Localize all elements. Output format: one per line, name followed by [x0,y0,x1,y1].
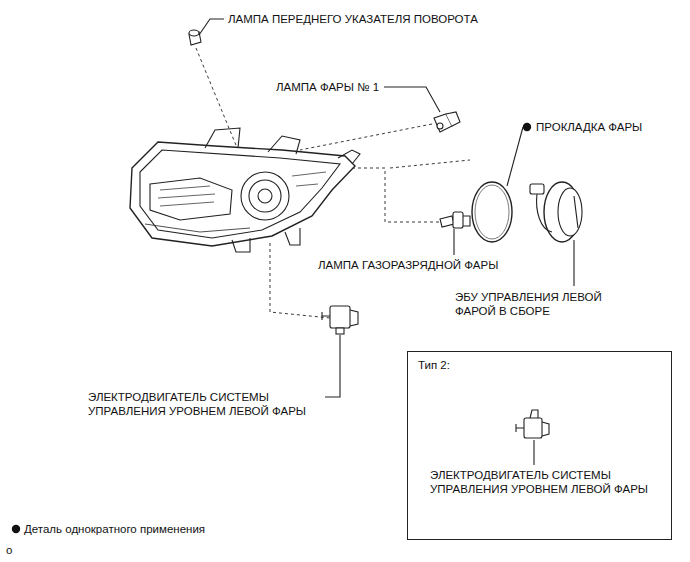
part-label: ПРОКЛАДКА ФАРЫ [536,120,642,134]
part-label: ЛАМПА ГАЗОРАЗРЯДНОЙ ФАРЫ [318,258,498,272]
part-label: ЛАМПА ФАРЫ № 1 [276,80,379,94]
figure-code: o [6,543,12,557]
part-label: ЭЛЕКТРОДВИГАТЕЛЬ СИСТЕМЫ УПРАВЛЕНИЯ УРОВ… [430,468,650,496]
part-label: ЛАМПА ПЕРЕДНЕГО УКАЗАТЕЛЯ ПОВОРОТА [228,12,478,26]
variant-box: Тип 2: ЭЛЕКТРОДВИГАТЕЛЬ СИСТЕМЫ УПРАВЛЕНИ… [407,351,672,540]
single-use-mark [523,123,531,131]
part-label: ЭБУ УПРАВЛЕНИЯ ЛЕВОЙ ФАРОЙ В СБОРЕ [455,290,645,318]
legend-mark [12,525,20,533]
variant-heading: Тип 2: [418,358,450,372]
legend-text: Деталь однократного применения [24,522,205,536]
part-label: ЭЛЕКТРОДВИГАТЕЛЬ СИСТЕМЫ УПРАВЛЕНИЯ УРОВ… [88,390,323,418]
